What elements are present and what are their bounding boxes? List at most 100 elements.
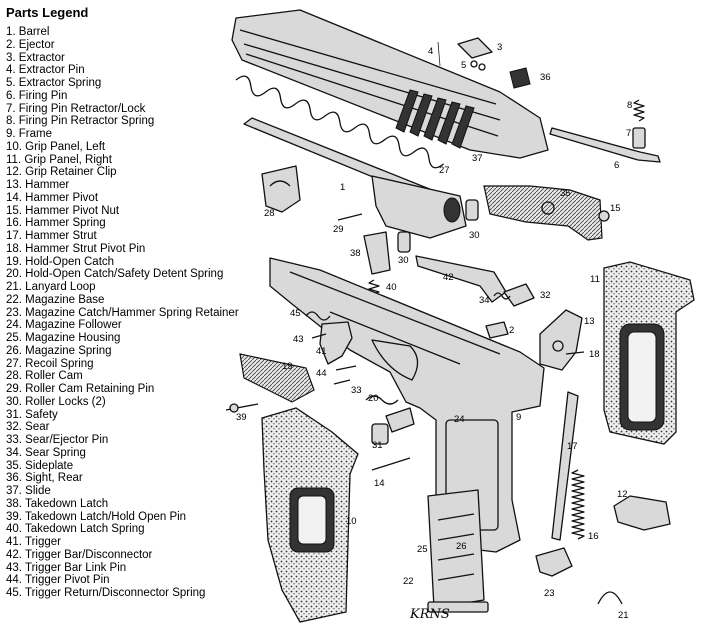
- callout-label: 38: [350, 248, 361, 259]
- legend-item: 22. Magazine Base: [6, 293, 105, 306]
- left-grip-panel-part: [261, 407, 359, 623]
- callout-labels: 1 2 3 4 5 6 7 8 9 10 11 12 13 14 15 16 1…: [236, 42, 632, 621]
- legend-item: 40. Takedown Latch Spring: [6, 523, 145, 536]
- legend-item: 27. Recoil Spring: [6, 357, 94, 370]
- recoil-spring-part: [235, 75, 445, 169]
- callout-label: 26: [456, 541, 467, 552]
- slide-part: [231, 9, 549, 159]
- callout-label: 10: [346, 516, 357, 527]
- legend-item: 35. Sideplate: [6, 459, 74, 472]
- callout-label: 15: [610, 203, 621, 214]
- legend-item: 21. Lanyard Loop: [6, 281, 96, 293]
- legend-item: 32. Sear: [6, 421, 50, 434]
- callout-label: 45: [290, 308, 301, 319]
- legend-item: 11. Grip Panel, Right: [6, 153, 112, 166]
- sideplate-part: [483, 185, 603, 241]
- parts-legend: Parts Legend 1. Barrel 2. Ejector 3. Ext…: [6, 6, 268, 600]
- callout-label: 12: [617, 489, 628, 500]
- grip-retainer-clip-part: [613, 495, 671, 531]
- safety-group: [333, 379, 415, 445]
- ejector-part: [485, 321, 509, 339]
- callout-label: 37: [472, 153, 483, 164]
- hammer-pivot-nut-part: [598, 210, 610, 222]
- callout-label: 34: [479, 295, 490, 306]
- lanyard-loop-part: [597, 591, 623, 605]
- legend-item: 24. Magazine Follower: [6, 319, 122, 332]
- legend-item: 19. Hold-Open Catch: [6, 255, 115, 268]
- right-grip-panel-part: [603, 261, 695, 445]
- magazine-catch-part: [535, 547, 573, 577]
- legend-item: 4. Extractor Pin: [6, 64, 85, 77]
- callout-label: 3: [497, 42, 502, 53]
- callout-label: 18: [589, 349, 600, 360]
- hammer-pivot-part: [371, 457, 411, 471]
- takedown-pin-part: [225, 403, 259, 413]
- callout-label: 28: [264, 208, 275, 219]
- hammer-strut-pin-part: [565, 351, 585, 355]
- callout-label: 5: [461, 60, 466, 71]
- legend-item: 3. Extractor: [6, 51, 65, 64]
- legend-item: 34. Sear Spring: [6, 446, 86, 459]
- callout-label: 11: [590, 274, 600, 285]
- callout-label: 23: [544, 588, 555, 599]
- legend-item: 23. Magazine Catch/Hammer Spring Retaine…: [6, 306, 239, 319]
- legend-item: 18. Hammer Strut Pivot Pin: [6, 242, 146, 255]
- legend-item: 31. Safety: [6, 408, 58, 421]
- callout-label: 39: [236, 412, 247, 423]
- legend-item: 25. Magazine Housing: [6, 332, 121, 344]
- roller-cam-pin-part: [337, 213, 363, 221]
- legend-item: 45. Trigger Return/Disconnector Spring: [6, 587, 206, 599]
- legend-item: 5. Extractor Spring: [6, 77, 102, 89]
- hammer-part: [539, 309, 583, 371]
- legend-title: Parts Legend: [6, 5, 89, 20]
- legend-item: 10. Grip Panel, Left: [6, 140, 106, 153]
- legend-item: 38. Takedown Latch: [6, 497, 109, 510]
- legend-item: 36. Sight, Rear: [6, 472, 83, 485]
- legend-item: 9. Frame: [6, 128, 53, 140]
- callout-label: 29: [333, 224, 344, 235]
- callout-label: 31: [372, 440, 383, 451]
- retractor-lock-part: [632, 99, 646, 149]
- callout-label: 17: [567, 441, 578, 452]
- legend-item: 37. Slide: [6, 485, 51, 497]
- callout-label: 35: [560, 188, 571, 199]
- callout-label: 19: [282, 361, 293, 372]
- callout-label: 7: [626, 128, 631, 139]
- callout-label: 8: [627, 100, 632, 111]
- legend-item: 41. Trigger: [6, 536, 61, 548]
- callout-label: 33: [351, 385, 362, 396]
- legend-item: 43. Trigger Bar Link Pin: [6, 561, 127, 574]
- callout-label: 41: [316, 346, 327, 357]
- callout-label: 16: [588, 531, 599, 542]
- callout-label: 2: [509, 325, 514, 336]
- roller-locks-part: [397, 199, 479, 253]
- hammer-strut-part: [551, 391, 579, 541]
- callout-label: 27: [439, 165, 450, 176]
- legend-item: 6. Firing Pin: [6, 89, 68, 102]
- legend-item: 26. Magazine Spring: [6, 344, 112, 357]
- callout-label: 4: [428, 46, 433, 57]
- callout-label: 44: [316, 368, 327, 379]
- legend-item: 20. Hold-Open Catch/Safety Detent Spring: [6, 268, 224, 281]
- firing-pin-part: [549, 127, 661, 163]
- rear-sight-part: [509, 67, 531, 89]
- magazine-part: [427, 489, 489, 613]
- hold-open-catch-part: [239, 353, 315, 403]
- trigger-small-parts: [305, 311, 357, 371]
- legend-item: 30. Roller Locks (2): [6, 395, 106, 408]
- callout-label: 30: [469, 230, 480, 241]
- barrel-part: [371, 175, 467, 239]
- legend-list: 1. Barrel 2. Ejector 3. Extractor 4. Ext…: [6, 26, 268, 600]
- legend-item: 13. Hammer: [6, 179, 70, 191]
- callout-label: 21: [618, 610, 629, 621]
- trigger-part: [319, 321, 353, 365]
- legend-item: 12. Grip Retainer Clip: [6, 166, 117, 179]
- legend-item: 1. Barrel: [6, 26, 50, 38]
- legend-item: 39. Takedown Latch/Hold Open Pin: [6, 510, 187, 523]
- callout-label: 36: [540, 72, 551, 83]
- callout-label: 6: [614, 160, 619, 171]
- sear-part: [493, 283, 535, 307]
- callout-label: 32: [540, 290, 551, 301]
- trigger-bar-part: [415, 255, 507, 303]
- legend-item: 28. Roller Cam: [6, 370, 83, 383]
